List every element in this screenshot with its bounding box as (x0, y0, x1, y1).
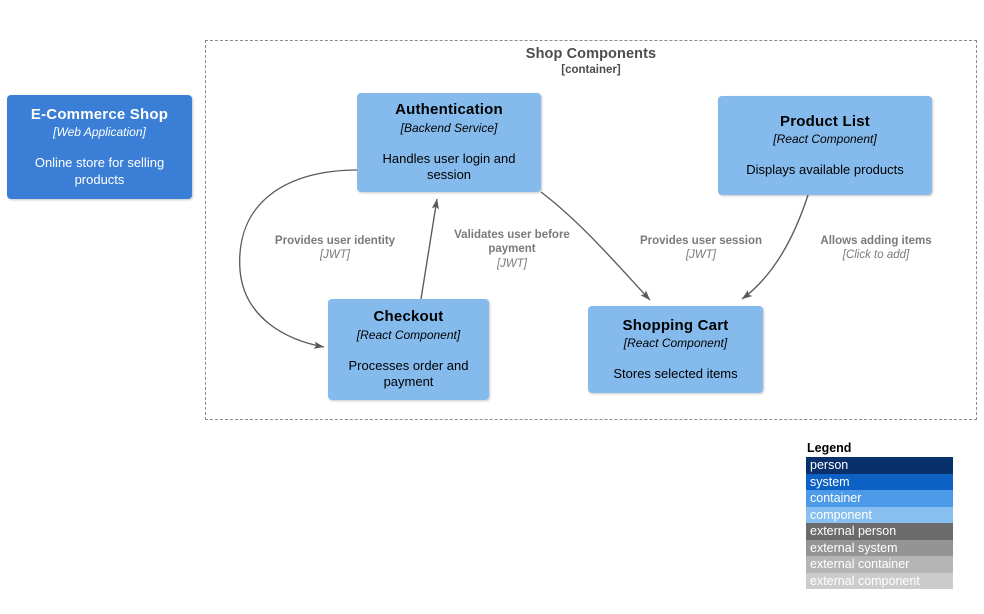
node-title: Shopping Cart (622, 316, 729, 334)
relationship-text: Provides user session (639, 235, 763, 247)
container-boundary (205, 40, 977, 420)
container-boundary-title: Shop Components (525, 46, 657, 62)
node-title: E-Commerce Shop (30, 105, 169, 123)
relationship-label-provides-user-identity: Provides user identity [JWT] (250, 234, 420, 263)
node-authentication[interactable]: Authentication [Backend Service] Handles… (357, 93, 541, 192)
relationship-label-validates-user-before-payment: Validates user before payment [JWT] (436, 228, 588, 271)
node-description: Processes order and payment (348, 357, 469, 390)
node-title: Product List (780, 112, 870, 130)
relationship-text: Provides user identity (274, 235, 396, 247)
relationship-technology: [JWT] (496, 257, 528, 270)
node-description: Displays available products (746, 161, 904, 177)
relationship-text: Allows adding items (820, 235, 932, 247)
legend-title: Legend (807, 441, 852, 455)
node-product-list[interactable]: Product List [React Component] Displays … (718, 96, 932, 195)
node-title: Checkout (373, 308, 444, 326)
node-type: [Backend Service] (400, 120, 498, 135)
node-type: [React Component] (356, 327, 461, 342)
node-type: [Web Application] (53, 125, 146, 140)
node-type: [React Component] (773, 131, 877, 146)
relationship-technology: [JWT] (319, 249, 351, 262)
node-type: [React Component] (623, 335, 728, 350)
node-description: Online store for selling products (34, 155, 165, 187)
legend-row-external-component: external component (806, 572, 953, 589)
legend-row-component: component (806, 506, 953, 523)
legend-row-external-system: external system (806, 539, 953, 556)
relationship-label-provides-user-session: Provides user session [JWT] (618, 234, 784, 263)
node-checkout[interactable]: Checkout [React Component] Processes ord… (328, 299, 489, 400)
relationship-technology: [JWT] (685, 249, 717, 262)
node-ecommerce-shop[interactable]: E-Commerce Shop [Web Application] Online… (7, 95, 192, 199)
container-boundary-subtitle: [container] (561, 64, 621, 76)
legend-row-system: system (806, 473, 953, 490)
legend-row-person: person (806, 457, 953, 474)
relationship-text: Validates user before payment (454, 229, 570, 256)
relationship-label-allows-adding-items: Allows adding items [Click to add] (796, 234, 956, 263)
legend-row-container: container (806, 490, 953, 507)
relationship-technology: [Click to add] (842, 249, 910, 262)
legend-row-external-container: external container (806, 556, 953, 573)
node-description: Stores selected items (613, 365, 738, 381)
node-description: Handles user login and session (382, 150, 516, 183)
legend-row-external-person: external person (806, 523, 953, 540)
node-shopping-cart[interactable]: Shopping Cart [React Component] Stores s… (588, 306, 763, 393)
node-title: Authentication (395, 101, 503, 119)
